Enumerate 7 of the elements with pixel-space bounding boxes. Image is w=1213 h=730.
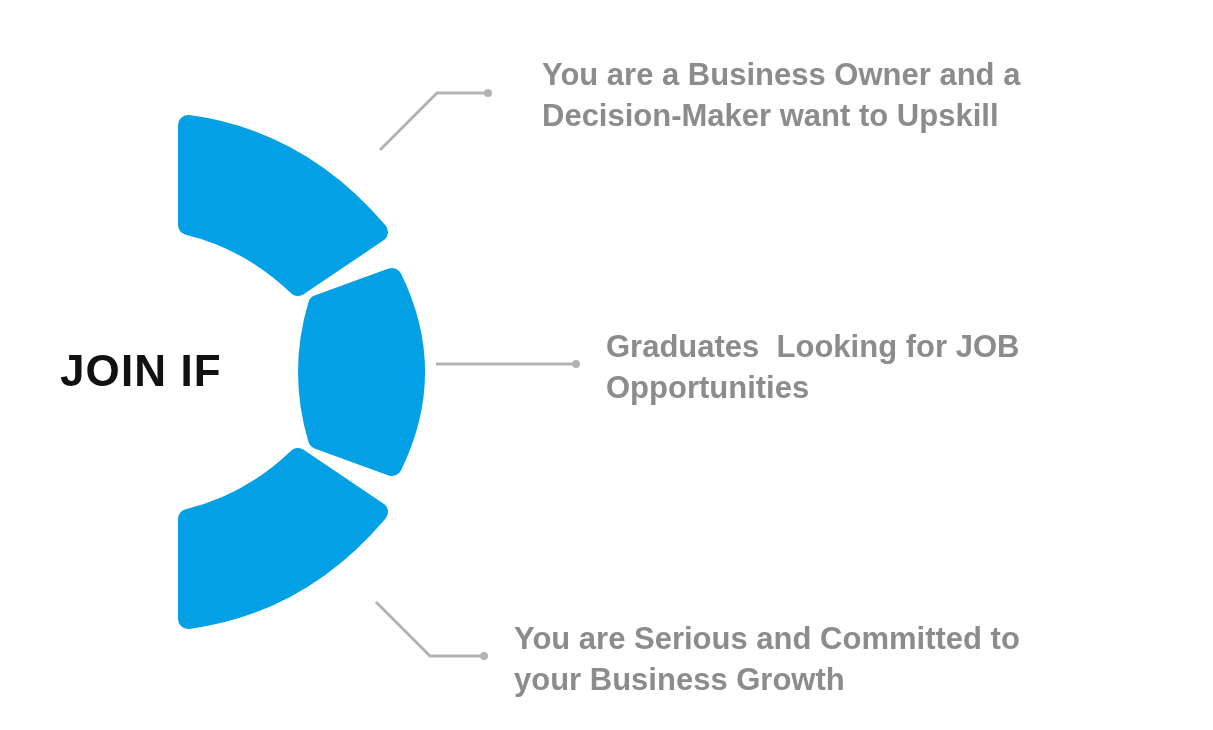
option-text: Graduates Looking for JOB Opportunities (606, 328, 1021, 407)
leader-line (374, 600, 488, 660)
heading-text: JOIN IF (60, 346, 222, 396)
leader-line (378, 89, 492, 152)
option-text: You are Serious and Committed to your Business Growth (514, 620, 1021, 699)
leader-line (436, 360, 580, 368)
option-text: You are a Business Owner and a Decision-Maker want to Upskill (542, 56, 1022, 135)
